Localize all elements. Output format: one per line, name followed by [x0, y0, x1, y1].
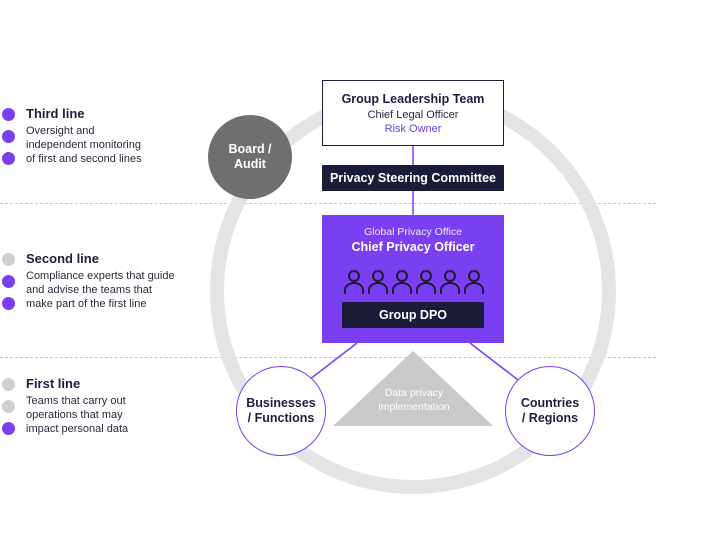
person-icon [368, 270, 388, 294]
legend-dot [2, 422, 15, 435]
glt-owner: Risk Owner [384, 123, 442, 135]
legend-text: and advise the teams that [26, 284, 152, 296]
legend-dot [2, 378, 15, 391]
person-icon [440, 270, 460, 294]
group-dpo-box: Group DPO [342, 302, 484, 328]
legend-dot [2, 253, 15, 266]
legend-dot [2, 108, 15, 121]
board-line1: Board / [228, 142, 272, 156]
businesses-line2: / Functions [247, 411, 315, 425]
legend-text: Compliance experts that guide [26, 270, 175, 282]
legend-dot [2, 297, 15, 310]
legend-text: Teams that carry out [26, 395, 126, 407]
legend-dot [2, 152, 15, 165]
data-privacy-implementation-label: Data privacy implementation [364, 386, 464, 414]
triangle-line2: implementation [378, 401, 450, 413]
dpo-label: Group DPO [378, 308, 448, 322]
businesses-line1: Businesses [246, 396, 316, 410]
legend-text: make part of the first line [26, 298, 147, 310]
glt-role: Chief Legal Officer [367, 109, 459, 121]
steering-label: Privacy Steering Committee [329, 171, 497, 185]
team-people-icon [344, 270, 484, 294]
office-subtitle: Global Privacy Office [364, 226, 462, 238]
office-title: Chief Privacy Officer [351, 240, 475, 254]
global-privacy-office-box: Global Privacy Office Chief Privacy Offi… [322, 215, 504, 343]
legend-text: impact personal data [26, 423, 129, 435]
legend-dot [2, 275, 15, 288]
person-icon [416, 270, 436, 294]
legend-title: Second line [26, 251, 99, 266]
countries-line2: / Regions [521, 411, 579, 425]
divider-bottom [0, 357, 656, 358]
divider-top [0, 203, 656, 204]
legend-text: of first and second lines [26, 153, 142, 165]
triangle-line1: Data privacy [384, 387, 444, 399]
board-line2: Audit [234, 157, 266, 171]
legend-title: Third line [26, 106, 85, 121]
privacy-steering-committee-box: Privacy Steering Committee [322, 165, 504, 191]
countries-line1: Countries [520, 396, 580, 410]
glt-title: Group Leadership Team [341, 92, 485, 106]
legend-text: Oversight and [26, 125, 95, 137]
implementation-triangle [333, 351, 493, 426]
legend-text: operations that may [26, 409, 123, 421]
connector-office-countries [469, 342, 523, 384]
group-leadership-team-box: Group Leadership Team Chief Legal Office… [322, 80, 504, 146]
person-icon [464, 270, 484, 294]
person-icon [392, 270, 412, 294]
businesses-functions-circle: Businesses / Functions [236, 366, 326, 456]
board-audit-circle: Board / Audit [208, 115, 292, 199]
person-icon [344, 270, 364, 294]
connector-office-businesses [304, 342, 358, 384]
countries-regions-circle: Countries / Regions [505, 366, 595, 456]
legend-text: independent monitoring [26, 139, 141, 151]
legend-dot [2, 130, 15, 143]
legend-dot [2, 400, 15, 413]
legend-title: First line [26, 376, 81, 391]
